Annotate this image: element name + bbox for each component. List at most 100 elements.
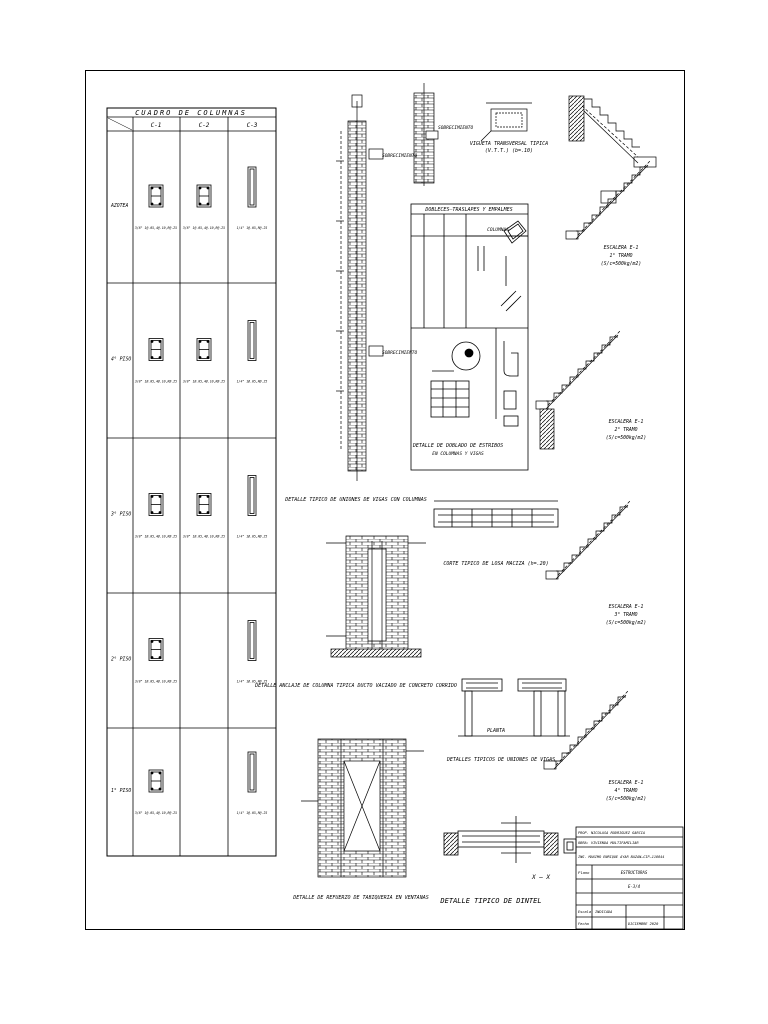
vigueta-transversal-subtitle: (V.T.T.) (b=.10) — [485, 148, 533, 154]
column-stirrup-spec: 3/8" 1@.05,4@.10,R@.25 — [182, 226, 225, 230]
stair-tramo: 4° TRAMO — [614, 788, 637, 794]
stair-tramo: 3° TRAMO — [613, 612, 637, 618]
refuerzo-tabiqueria-title: DETALLE DE REFUERZO DE TABIQUERIA EN VEN… — [292, 895, 428, 901]
title-block-prop: PROP. NICOLASA RODRIGUEZ GARCIA — [578, 831, 645, 835]
refuerzo-tabiqueria-detail — [301, 738, 424, 878]
dobleces-columnas-header: COLUMNAS — [487, 227, 509, 233]
ganchos-subtitle: EN COLUMNAS Y VIGAS — [432, 451, 484, 457]
dobleces-title: DOBLECES—TRASLAPES Y EMPALMES — [424, 207, 512, 213]
stair-flight-drawing — [543, 690, 629, 770]
column-section-drawing — [247, 620, 257, 661]
column-stirrup-spec: 3/8" 1@.05,4@.10,R@.25 — [134, 535, 177, 539]
uniones-vigas-columnas-title: DETALLE TIPICO DE UNIONES DE VIGAS CON C… — [284, 497, 426, 503]
column-table-row: AZOTEA 3/8" 1@.05,4@.10,R@.25 3/8" 1@.05,4… — [110, 166, 268, 230]
stair-flight-drawing — [565, 160, 651, 240]
losa-maciza-title: CORTE TIPICO DE LOSA MACIZA (h=.20) — [443, 561, 548, 567]
column-section-drawing — [148, 769, 164, 793]
stair-name: ESCALERA E-1 — [609, 780, 644, 786]
stair-flight: ESCALERA E-1 3° TRAMO (S/c=500kg/m2) — [545, 500, 646, 626]
column-stirrup-spec: 3/8" 1@.05,4@.10,R@.25 — [182, 380, 225, 384]
column-header-c2: C-2 — [199, 122, 210, 129]
uniones-vigas-detail — [458, 678, 570, 737]
stair-flight: ESCALERA E-1 2° TRAMO (S/c=500kg/m2) — [535, 330, 646, 450]
stair-load: (S/c=500kg/m2) — [606, 620, 646, 626]
title-block-plano-value: ESTRUCTURAS — [621, 870, 648, 875]
column-section-drawing — [196, 338, 212, 361]
column-stirrup-spec: 1/4" 1@.05,R@.25 — [237, 380, 268, 384]
column-stirrup-spec: 3/8" 1@.05,4@.10,R@.25 — [134, 226, 177, 230]
dobleces-detail — [410, 203, 529, 471]
losa-maciza-detail — [433, 500, 559, 528]
column-table-title: CUADRO DE COLUMNAS — [135, 109, 247, 117]
title-block-fecha-label: Fecha — [578, 922, 589, 926]
column-section-drawing — [247, 166, 257, 208]
column-table-row: 1° PISO 3/8" 1@.05,4@.10,R@.25 1/4" 1@.05,… — [111, 751, 268, 815]
column-header-c3: C-3 — [247, 122, 258, 129]
title-block — [575, 826, 684, 930]
column-section-drawing — [247, 475, 257, 516]
title-block-obra: OBRA: VIVIENDA MULTIFAMILIAR — [578, 841, 639, 845]
stair-name: ESCALERA E-1 — [604, 245, 639, 251]
row-level-label: 1° PISO — [111, 788, 131, 794]
sobrecimiento-label-right: SOBRECIMIENTO — [438, 125, 474, 131]
stair-load: (S/c=500kg/m2) — [606, 435, 646, 441]
stair-tramo: 1° TRAMO — [609, 253, 632, 259]
title-block-fecha-value: DICIEMBRE 2020 — [627, 922, 658, 926]
row-level-label: 2° PISO — [111, 657, 131, 663]
anclaje-columna-title: DETALLE ANCLAJE DE COLUMNA TIPICA DUCTO … — [254, 683, 457, 689]
title-block-plano-label: Plano — [578, 870, 590, 875]
stair-flight-drawing — [545, 500, 631, 580]
column-section-drawing — [148, 338, 164, 361]
column-stirrup-spec: 3/8" 1@.05,4@.10,R@.25 — [134, 380, 177, 384]
column-table-row: 4° PISO 3/8" 1@.05,4@.10,R@.25 3/8" 1@.05,… — [111, 320, 268, 384]
drawing-sheet: CUADRO DE COLUMNAS C-1 C-2 C-3 AZOTEA 3/8… — [85, 70, 685, 930]
structural-drawing: CUADRO DE COLUMNAS C-1 C-2 C-3 AZOTEA 3/8… — [106, 83, 684, 930]
column-stirrup-spec: 1/4" 1@.05,R@.25 — [237, 680, 268, 684]
column-stirrup-spec: 1/4" 1@.05,R@.25 — [237, 535, 268, 539]
dintel-title: DETALLE TIPICO DE DINTEL — [439, 897, 541, 905]
dintel-section-label: X — X — [531, 874, 550, 881]
sobrecimiento-label-top: SOBRECIMIENTO — [382, 153, 418, 159]
stair-flight: ESCALERA E-1 1° TRAMO (S/c=500kg/m2) — [565, 160, 651, 267]
column-stirrup-spec: 1/4" 1@.05,R@.25 — [237, 811, 268, 815]
stair-tramo: 2° TRAMO — [614, 427, 637, 433]
vigueta-transversal-detail — [480, 102, 532, 142]
column-stirrup-spec: 3/8" 1@.05,4@.10,R@.25 — [134, 680, 177, 684]
column-stirrup-spec: 3/8" 1@.05,4@.10,R@.25 — [134, 811, 177, 815]
ganchos-title: DETALLE DE DOBLADO DE ESTRIBOS — [412, 443, 503, 449]
column-table-row: 2° PISO 3/8" 1@.05,4@.10,R@.25 1/4" 1@.05,… — [111, 620, 268, 684]
sobrecimiento-label-bottom: SOBRECIMIENTO — [382, 350, 418, 356]
column-section-drawing — [148, 493, 164, 516]
planta-label: PLANTA — [487, 728, 505, 734]
column-section-drawing — [148, 184, 164, 208]
title-block-engineer: ING. MAXIMO ENRIQUE AYAR BAZAN—CIP—11864… — [578, 855, 664, 859]
dintel-detail — [443, 816, 577, 863]
stairs-group: ESCALERA E-11° TRAMO(S/c=500kg/m2)ESCALE… — [535, 160, 651, 802]
column-header-c1: C-1 — [151, 122, 162, 129]
column-table-rows: AZOTEA 3/8" 1@.05,4@.10,R@.25 3/8" 1@.05,4… — [110, 166, 268, 815]
union-viga-columna-detail — [326, 535, 426, 658]
uniones-vigas-title: DETALLES TIPICOS DE UNIONES DE VIGAS — [446, 757, 555, 763]
column-table-row: 3° PISO 3/8" 1@.05,4@.10,R@.25 3/8" 1@.05,… — [110, 475, 268, 539]
column-elevation — [336, 83, 439, 481]
column-stirrup-spec: 3/8" 1@.05,4@.10,R@.25 — [182, 535, 225, 539]
column-section-drawing — [196, 184, 212, 208]
row-level-label: 4° PISO — [111, 357, 131, 363]
column-table: CUADRO DE COLUMNAS C-1 C-2 C-3 AZOTEA 3/8… — [106, 107, 277, 857]
column-section-drawing — [148, 638, 164, 661]
title-block-escala-value: INDICADA — [595, 910, 612, 914]
column-section-drawing — [247, 320, 257, 361]
column-section-drawing — [247, 751, 257, 793]
title-block-sheet-code: E-3/4 — [628, 884, 641, 889]
title-block-escala-label: Escala — [578, 910, 591, 914]
stair-name: ESCALERA E-1 — [609, 419, 644, 425]
stair-load: (S/c=500kg/m2) — [606, 796, 646, 802]
row-level-label: 3° PISO — [110, 512, 131, 518]
stair-flight-drawing — [535, 330, 621, 450]
stair-load: (S/c=500kg/m2) — [601, 261, 641, 267]
column-stirrup-spec: 1/4" 1@.05,R@.25 — [237, 226, 268, 230]
stair-top-detail — [568, 95, 657, 204]
stair-flight: ESCALERA E-1 4° TRAMO (S/c=500kg/m2) — [543, 690, 646, 802]
row-level-label: AZOTEA — [110, 203, 128, 209]
stair-name: ESCALERA E-1 — [609, 604, 644, 610]
